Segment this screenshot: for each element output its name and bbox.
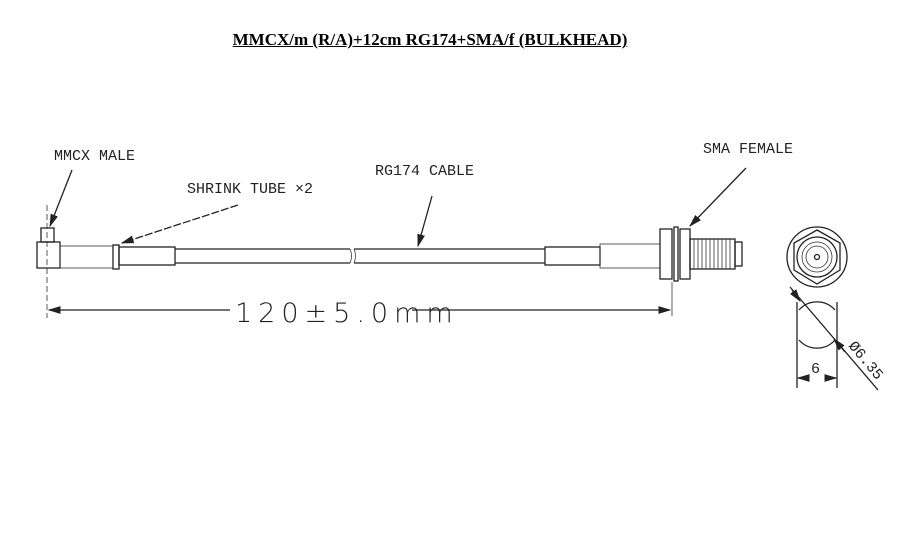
length-dimension <box>47 282 673 316</box>
shrink-tube-left <box>118 246 176 266</box>
mmcx-leader <box>49 169 73 228</box>
shrink-tube-right <box>544 246 601 266</box>
shrink-tube-label: SHRINK TUBE ×2 <box>187 181 313 198</box>
sma-connector <box>599 226 743 282</box>
flat-section-view <box>789 286 879 391</box>
length-dimension-text: 120±5.0mm <box>235 298 459 329</box>
shrink-leader <box>120 204 239 244</box>
sma-leader <box>689 167 747 227</box>
sma-front-view <box>786 226 848 288</box>
flat-width-text: 6 <box>811 361 820 378</box>
rg174-cable <box>175 248 545 264</box>
diameter-text: Ø6.35 <box>844 338 886 383</box>
drawing-title: MMCX/m (R/A)+12cm RG174+SMA/f (BULKHEAD) <box>232 30 628 49</box>
sma-female-label: SMA FEMALE <box>703 141 793 158</box>
rg174-cable-label: RG174 CABLE <box>375 163 474 180</box>
cable-leader <box>417 195 433 248</box>
mmcx-male-label: MMCX MALE <box>54 148 135 165</box>
mmcx-connector <box>36 205 120 318</box>
